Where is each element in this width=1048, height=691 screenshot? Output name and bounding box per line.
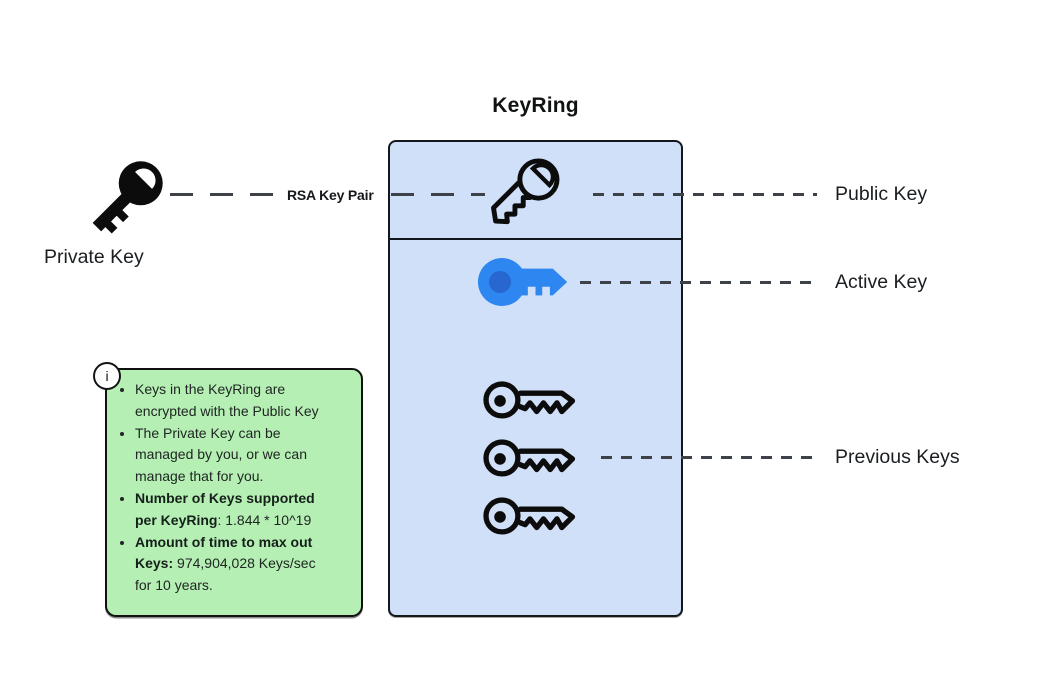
keyring-container: [388, 140, 683, 617]
rsa-connector-line-left: [170, 193, 290, 196]
private-key-icon: [82, 150, 174, 242]
previous-keys-label: Previous Keys: [835, 446, 960, 468]
public-key-icon: [482, 148, 570, 236]
info-list-item: Keys in the KeyRing are encrypted with t…: [135, 379, 334, 423]
info-box: Keys in the KeyRing are encrypted with t…: [105, 368, 363, 617]
previous-keys-connector-line: [601, 456, 817, 459]
public-key-label: Public Key: [835, 183, 928, 205]
rsa-key-pair-label: RSA Key Pair: [287, 187, 374, 203]
active-key-icon: [477, 256, 571, 308]
public-key-connector-line: [593, 193, 817, 196]
rsa-connector-line-right: [391, 193, 485, 196]
previous-key-icon: [477, 487, 581, 543]
keyring-title: KeyRing: [492, 94, 579, 117]
keyring-section-divider: [390, 238, 681, 240]
info-icon-letter: i: [105, 368, 109, 384]
info-list-item: The Private Key can be managed by you, o…: [135, 423, 334, 488]
info-list: Keys in the KeyRing are encrypted with t…: [119, 379, 334, 597]
previous-key-icon: [477, 429, 581, 485]
active-key-label: Active Key: [835, 271, 928, 293]
info-icon: i: [93, 362, 121, 390]
private-key-label: Private Key: [44, 246, 144, 268]
previous-key-icon: [477, 371, 581, 427]
info-list-item: Amount of time to max out Keys: 974,904,…: [135, 532, 334, 597]
active-key-connector-line: [580, 281, 817, 284]
info-list-item: Number of Keys supported per KeyRing: 1.…: [135, 488, 334, 532]
